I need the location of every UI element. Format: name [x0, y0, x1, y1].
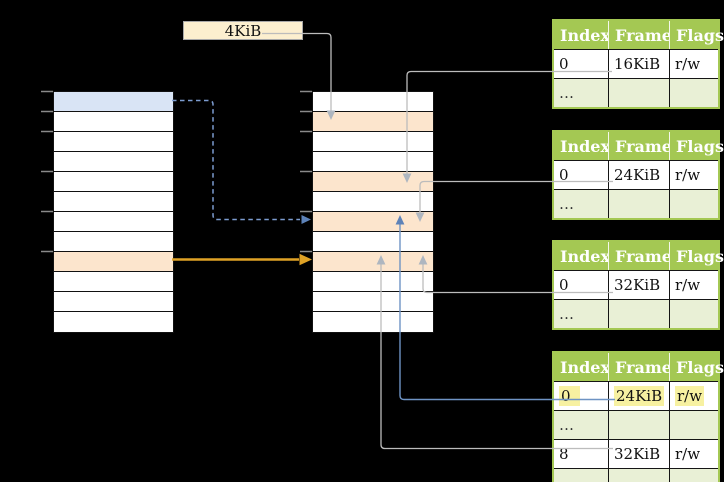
- memory-cell: [313, 232, 433, 252]
- memory-cell: [313, 212, 433, 232]
- table-row: 0 24KiB r/w: [554, 160, 718, 189]
- table-row-ellipsis: …: [554, 299, 718, 328]
- memory-cell: [313, 272, 433, 292]
- memory-cell: [54, 232, 173, 252]
- memory-cell: [313, 112, 433, 132]
- arrowhead-right-icon: [301, 215, 311, 224]
- table-row-highlighted: 0 24KiB r/w: [554, 381, 718, 410]
- memory-cell: [54, 312, 173, 332]
- page-table-2: Index Frame Flags 0 24KiB r/w …: [552, 130, 724, 220]
- cell-frame: [608, 300, 669, 328]
- cell-frame: [608, 411, 669, 439]
- header-flags: Flags: [669, 242, 724, 270]
- arrowhead-right-icon: [299, 253, 312, 266]
- header-flags: Flags: [669, 21, 724, 49]
- memory-cell: [313, 152, 433, 172]
- cell-frame: 24KiB: [608, 161, 669, 189]
- table-row-ellipsis: …: [554, 468, 718, 482]
- highlighted-value: 24KiB: [614, 386, 665, 406]
- physical-memory-column: [312, 91, 434, 333]
- memory-cell: [54, 152, 173, 172]
- highlighted-value: r/w: [675, 386, 705, 406]
- page-table-4: Index Frame Flags 0 24KiB r/w … 8 32KiB …: [552, 351, 724, 482]
- page-size-label: 4KiB: [224, 21, 262, 40]
- memory-cell: [54, 292, 173, 312]
- table-row: 0 16KiB r/w: [554, 49, 718, 78]
- memory-cell: [54, 252, 173, 272]
- cell-frame: [608, 79, 669, 107]
- connector-virtual-page-dashed: [172, 99, 300, 221]
- memory-cell: [54, 192, 173, 212]
- header-flags: Flags: [669, 132, 724, 160]
- header-flags: Flags: [669, 353, 724, 381]
- cell-frame: 24KiB: [608, 382, 669, 410]
- header-frame: Frame: [608, 132, 672, 160]
- cell-flags: r/w: [669, 440, 718, 468]
- highlighted-value: 0: [559, 386, 580, 406]
- memory-cell: [54, 172, 173, 192]
- cell-flags: [669, 300, 718, 328]
- cell-frame: 32KiB: [608, 440, 669, 468]
- cell-index: 0: [554, 50, 608, 78]
- memory-cell: [313, 252, 433, 272]
- table-row: 8 32KiB r/w: [554, 439, 718, 468]
- virtual-memory-column: [53, 91, 174, 333]
- table-header-row: Index Frame Flags: [554, 21, 724, 49]
- table-header-row: Index Frame Flags: [554, 353, 724, 381]
- cell-flags: [669, 79, 718, 107]
- cell-flags: r/w: [669, 50, 718, 78]
- header-frame: Frame: [608, 21, 672, 49]
- table-row-ellipsis: …: [554, 189, 718, 218]
- memory-cell: [54, 92, 173, 112]
- header-frame: Frame: [608, 242, 672, 270]
- table-row-ellipsis: …: [554, 78, 718, 107]
- table-header-row: Index Frame Flags: [554, 132, 724, 160]
- cell-index: …: [554, 79, 608, 107]
- memory-cell: [54, 272, 173, 292]
- cell-flags: [669, 411, 718, 439]
- cell-index: 0: [554, 271, 608, 299]
- page-size-box: 4KiB: [183, 21, 303, 40]
- memory-cell: [313, 312, 433, 332]
- cell-frame: [608, 190, 669, 218]
- cell-frame: 16KiB: [608, 50, 669, 78]
- memory-cell: [313, 172, 433, 192]
- header-frame: Frame: [608, 353, 672, 381]
- memory-cell: [313, 192, 433, 212]
- cell-flags: r/w: [669, 161, 718, 189]
- memory-cell: [54, 112, 173, 132]
- cell-index: 8: [554, 440, 608, 468]
- cell-flags: [669, 469, 718, 482]
- cell-index: …: [554, 411, 608, 439]
- page-table-1: Index Frame Flags 0 16KiB r/w …: [552, 19, 724, 109]
- cell-index: …: [554, 300, 608, 328]
- cell-index: …: [554, 469, 608, 482]
- memory-cell: [313, 92, 433, 112]
- table-row-ellipsis: …: [554, 410, 718, 439]
- cell-flags: r/w: [669, 271, 718, 299]
- memory-cell: [54, 132, 173, 152]
- header-index: Index: [554, 242, 610, 270]
- table-row: 0 32KiB r/w: [554, 270, 718, 299]
- cell-index: 0: [554, 382, 608, 410]
- cell-flags: r/w: [669, 382, 718, 410]
- memory-cell: [54, 212, 173, 232]
- memory-cell: [313, 292, 433, 312]
- cell-frame: 32KiB: [608, 271, 669, 299]
- table-header-row: Index Frame Flags: [554, 242, 724, 270]
- header-index: Index: [554, 132, 610, 160]
- memory-cell: [313, 132, 433, 152]
- page-table-3: Index Frame Flags 0 32KiB r/w …: [552, 240, 724, 330]
- cell-index: 0: [554, 161, 608, 189]
- cell-flags: [669, 190, 718, 218]
- header-index: Index: [554, 353, 610, 381]
- cell-index: …: [554, 190, 608, 218]
- header-index: Index: [554, 21, 610, 49]
- cell-frame: [608, 469, 669, 482]
